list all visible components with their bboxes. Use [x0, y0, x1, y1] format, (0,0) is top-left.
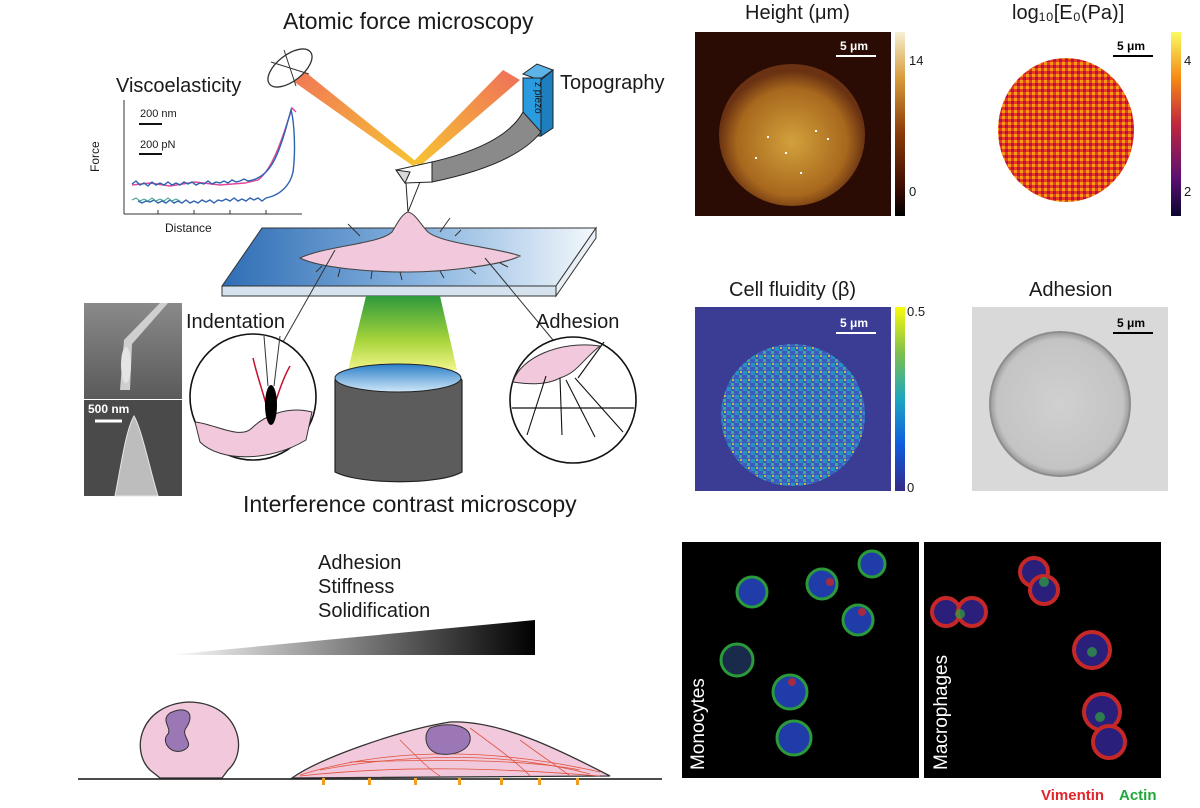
- height-cb-max: 14: [909, 53, 924, 68]
- spread-macrophage-icon: [289, 721, 611, 785]
- legend-vimentin: Vimentin: [1041, 787, 1105, 804]
- force-curve-plot: [123, 100, 302, 215]
- adhesion-label: Adhesion: [536, 311, 620, 333]
- round-cell-icon: [139, 701, 240, 779]
- gradient-wedge: [168, 620, 535, 655]
- sem-scale-label: 500 nm: [88, 402, 130, 416]
- scale-pn-label: 200 pN: [140, 139, 176, 151]
- macrophages-image: [924, 542, 1161, 778]
- cantilever-icon: [394, 111, 542, 213]
- afm-schematic: [84, 48, 637, 497]
- height-scalebar: [836, 55, 876, 57]
- adhesion-scalebar-label: 5 μm: [1117, 316, 1146, 330]
- objective-lens-icon: [334, 363, 463, 483]
- modulus-scalebar: [1113, 55, 1153, 57]
- gradient-label-stiffness: Stiffness: [318, 576, 395, 598]
- height-scalebar-label: 5 μm: [840, 39, 869, 53]
- spread-cell-icon: [298, 211, 522, 281]
- adhesion-zoom: [509, 336, 637, 464]
- legend-actin: Actin: [1119, 787, 1157, 804]
- topography-label: Topography: [560, 72, 665, 94]
- modulus-colorbar: [1171, 32, 1181, 216]
- afm-title: Atomic force microscopy: [283, 8, 534, 34]
- height-map-title: Height (μm): [745, 2, 850, 24]
- height-cb-min: 0: [909, 184, 917, 199]
- indentation-label: Indentation: [186, 311, 285, 333]
- light-beam: [348, 296, 457, 370]
- laser-beam-left: [283, 62, 418, 166]
- fluidity-map: [695, 307, 891, 491]
- gradient-label-adhesion: Adhesion: [318, 552, 402, 574]
- distance-axis-label: Distance: [165, 221, 212, 235]
- monocytes-label: Monocytes: [688, 678, 709, 770]
- fluidity-colorbar: [895, 307, 905, 491]
- monocytes-image: [682, 542, 919, 778]
- height-colorbar: [895, 32, 905, 216]
- cell-spreading-schematic: [78, 620, 662, 785]
- z-piezo-label: z piezo: [532, 82, 543, 114]
- pointer-line: [484, 257, 554, 341]
- adhesion-map: [972, 307, 1168, 491]
- fluidity-map-title: Cell fluidity (β): [729, 279, 857, 301]
- modulus-cb-min: 2: [1184, 184, 1192, 199]
- photodetector-icon: [267, 48, 313, 88]
- viscoelasticity-label: Viscoelasticity: [116, 75, 242, 97]
- fluidity-scalebar-label: 5 μm: [840, 316, 869, 330]
- fluidity-scalebar: [836, 332, 876, 334]
- adhesion-map-title: Adhesion: [1029, 279, 1113, 301]
- modulus-map: [972, 32, 1168, 216]
- modulus-map-title: log₁₀[E₀(Pa)]: [1012, 2, 1125, 24]
- adhesion-scalebar: [1113, 332, 1153, 334]
- height-map: [695, 32, 891, 216]
- scale-nm-label: 200 nm: [140, 108, 177, 120]
- sem-tip-image: [84, 303, 182, 497]
- icm-title: Interference contrast microscopy: [243, 491, 577, 517]
- laser-beam-right: [413, 70, 520, 166]
- modulus-cb-max: 4: [1184, 53, 1192, 68]
- fluidity-cb-max: 0.5: [907, 304, 926, 319]
- fluidity-cb-min: 0: [907, 480, 915, 495]
- force-axis-label: Force: [88, 141, 102, 172]
- modulus-scalebar-label: 5 μm: [1117, 39, 1146, 53]
- indentation-zoom: [189, 333, 317, 461]
- macrophages-label: Macrophages: [931, 654, 952, 770]
- gradient-label-solidification: Solidification: [318, 600, 431, 622]
